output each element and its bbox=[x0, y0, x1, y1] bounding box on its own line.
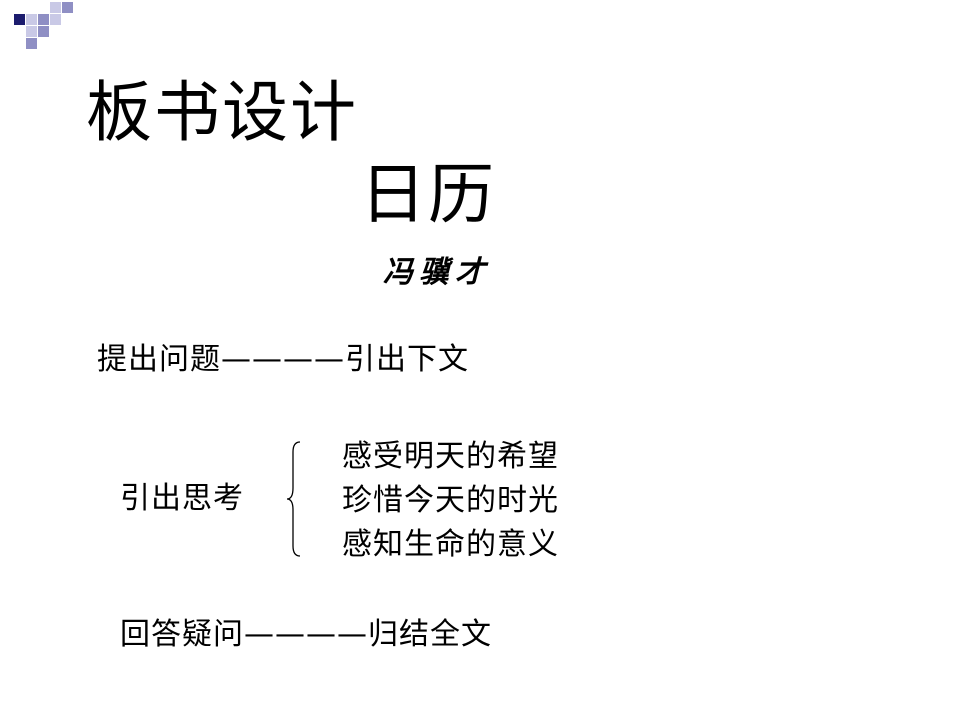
brace-icon bbox=[286, 441, 301, 557]
decoration-square bbox=[50, 14, 61, 25]
decoration-square bbox=[38, 26, 49, 37]
decoration-square bbox=[26, 14, 37, 25]
decoration-square bbox=[26, 38, 37, 49]
think-label: 引出思考 bbox=[120, 481, 244, 516]
answer-line: 回答疑问————归结全文 bbox=[120, 617, 492, 652]
lesson-title: 日历 bbox=[360, 156, 496, 233]
think-item: 感受明天的希望 bbox=[342, 439, 559, 474]
decoration-square bbox=[14, 14, 25, 25]
author-name: 冯骥才 bbox=[383, 255, 491, 290]
decoration-square bbox=[62, 2, 73, 13]
decoration-square bbox=[50, 2, 61, 13]
think-item: 感知生命的意义 bbox=[342, 527, 559, 562]
decoration-square bbox=[26, 26, 37, 37]
page-title: 板书设计 bbox=[86, 74, 358, 151]
question-line: 提出问题————引出下文 bbox=[97, 342, 469, 377]
corner-decoration bbox=[0, 0, 80, 60]
decoration-square bbox=[38, 14, 49, 25]
think-item: 珍惜今天的时光 bbox=[342, 483, 559, 518]
